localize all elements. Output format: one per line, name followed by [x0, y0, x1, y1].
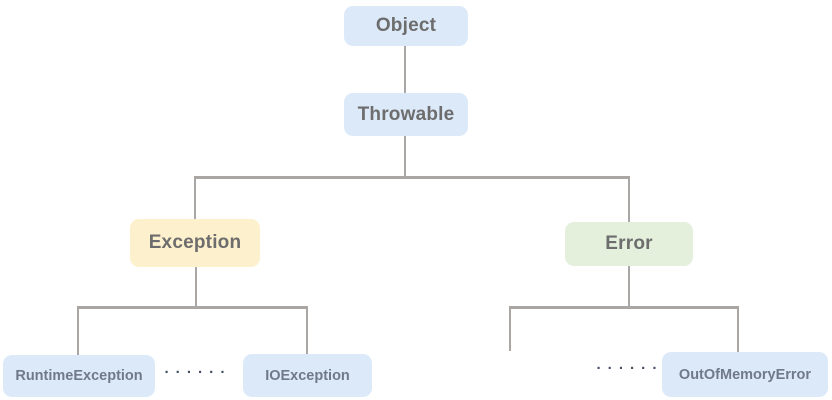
node-object-label: Object	[375, 15, 437, 36]
connector-exception-down	[195, 267, 197, 307]
connector-error-down	[628, 266, 630, 307]
connector-throwable-down	[404, 136, 406, 177]
connector-to-outofmemoryerror	[737, 306, 739, 352]
connector-error-unlabeled-stub	[509, 306, 511, 351]
node-exception-label: Exception	[148, 232, 242, 253]
ellipsis-more-exceptions: ......	[164, 360, 232, 377]
node-object: Object	[344, 6, 468, 46]
ellipsis-more-errors: ......	[596, 356, 664, 373]
node-ioexception: IOException	[243, 354, 372, 397]
node-throwable: Throwable	[344, 93, 468, 136]
node-throwable-label: Throwable	[357, 103, 455, 125]
connector-level2-right-horizontal	[509, 306, 739, 309]
node-outofmemoryerror: OutOfMemoryError	[662, 352, 828, 397]
connector-level1-horizontal	[194, 176, 630, 179]
connector-to-error	[628, 176, 630, 222]
connector-object-throwable	[404, 46, 406, 93]
node-error-label: Error	[605, 233, 653, 254]
connector-level2-left-horizontal	[77, 306, 308, 309]
node-runtimeexception: RuntimeException	[3, 355, 155, 397]
node-runtimeexception-label: RuntimeException	[15, 368, 143, 384]
connector-to-exception	[194, 176, 196, 219]
node-exception: Exception	[130, 219, 260, 267]
node-ioexception-label: IOException	[265, 367, 350, 384]
connector-to-runtimeexception	[77, 306, 79, 355]
node-outofmemoryerror-label: OutOfMemoryError	[678, 366, 812, 383]
connector-to-ioexception	[306, 306, 308, 354]
node-error: Error	[565, 222, 693, 266]
